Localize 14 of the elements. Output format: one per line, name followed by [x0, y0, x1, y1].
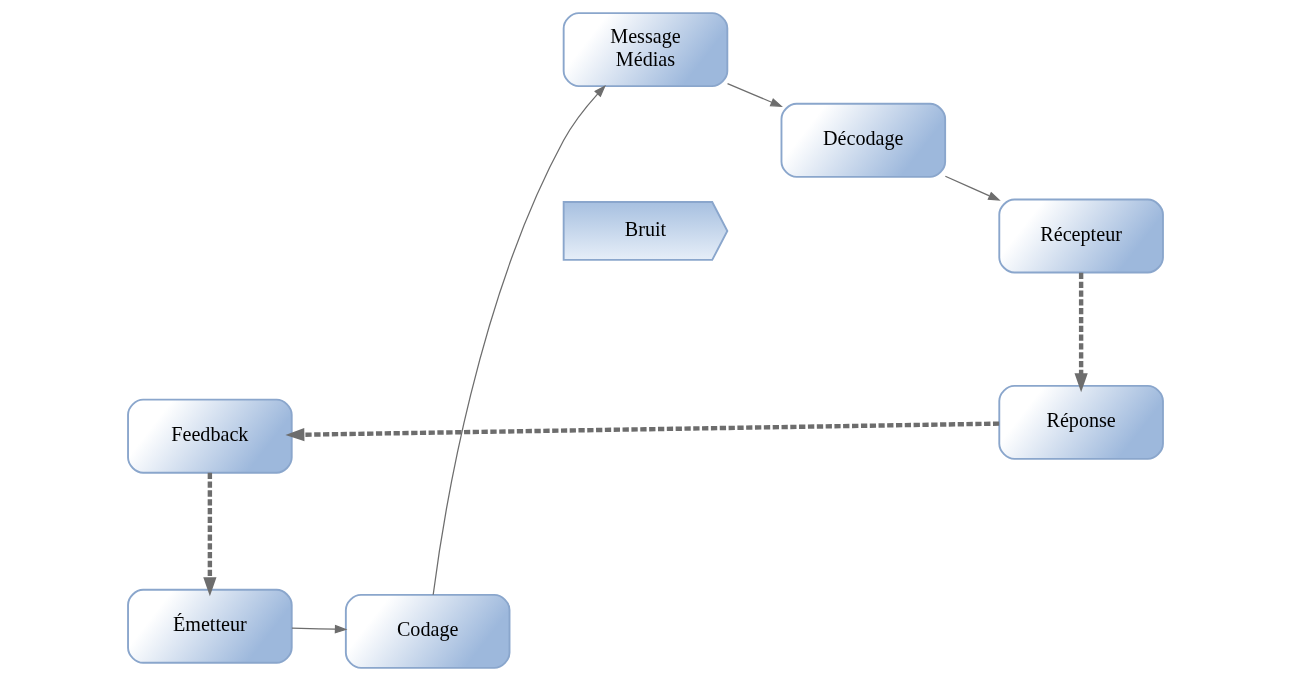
arrow — [203, 472, 217, 597]
arrow — [285, 421, 1000, 442]
node-box: Émetteur — [127, 588, 293, 664]
node-box: Récepteur — [998, 198, 1164, 274]
node-box: Réponse — [998, 384, 1164, 460]
arrow — [1074, 272, 1088, 393]
arrow — [726, 83, 783, 107]
node-box: Feedback — [127, 398, 293, 474]
arrow — [432, 84, 606, 596]
node-box: Décodage — [780, 102, 947, 178]
node-box: Codage — [344, 593, 511, 669]
arrow — [291, 624, 348, 634]
node-box: Message Médias — [562, 12, 729, 88]
arrow — [944, 175, 1001, 201]
